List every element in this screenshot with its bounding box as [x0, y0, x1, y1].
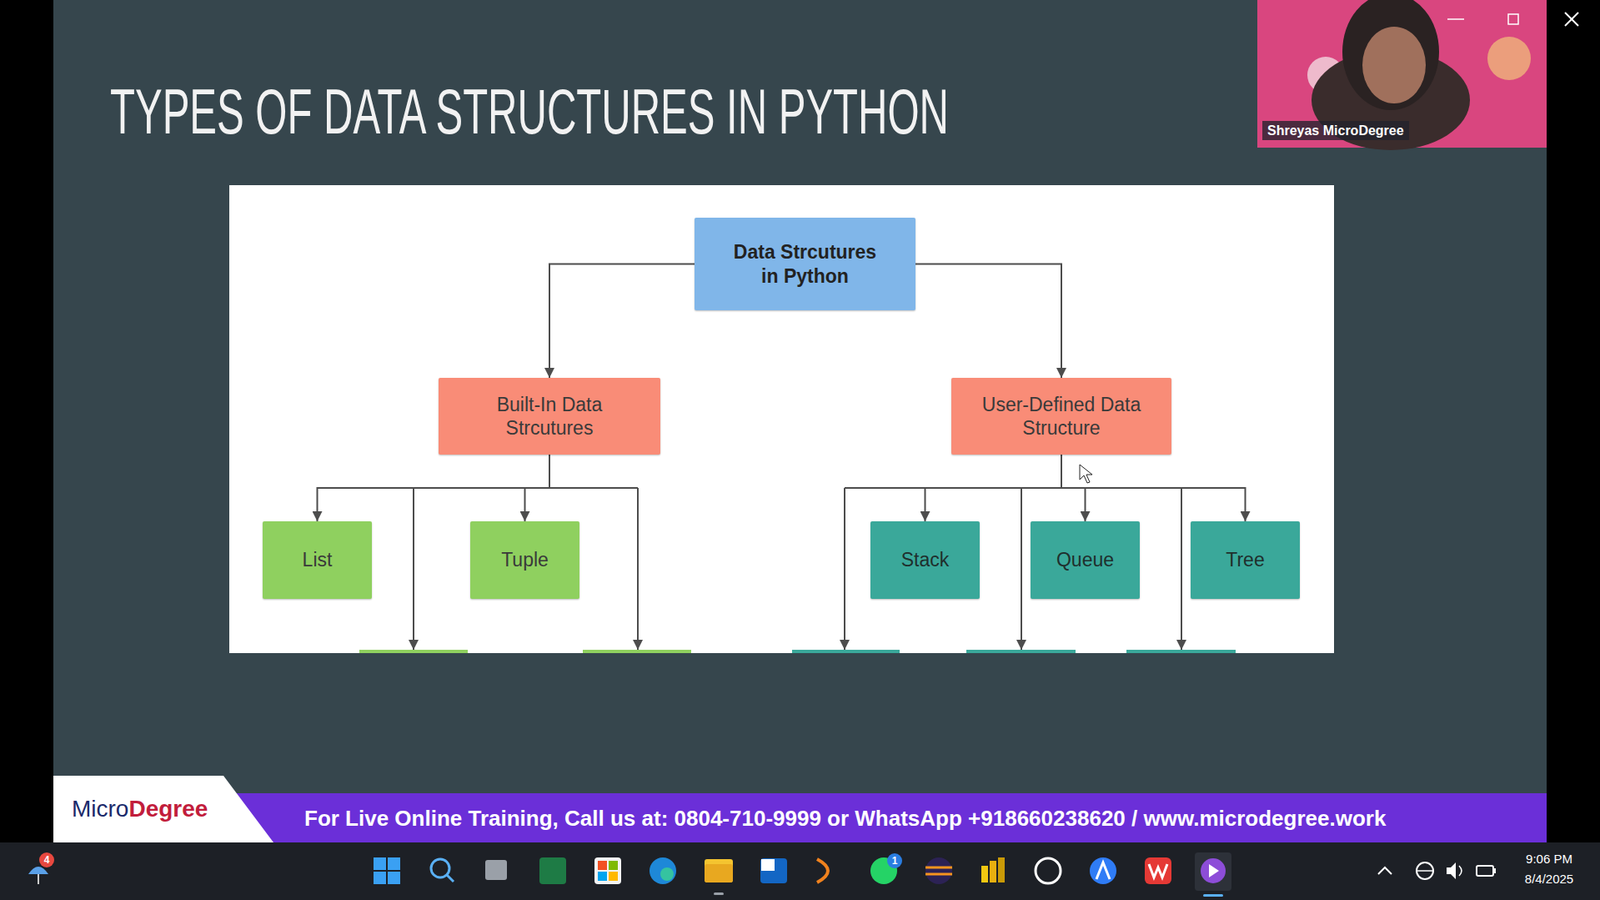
notification-badge: 4	[39, 852, 55, 868]
tree-connector	[525, 454, 551, 522]
userdefined-type-box: Stack	[870, 521, 980, 599]
cropped-boxes	[359, 649, 1236, 653]
tree-connector	[549, 264, 695, 379]
clock-date: 8/4/2025	[1510, 871, 1588, 887]
root-box: Data Strcutures in Python	[694, 217, 916, 311]
presenter-name: Shreyas MicroDegree	[1262, 120, 1410, 141]
logo-text: Degree	[128, 794, 208, 823]
builtin-type-box: Tuple	[470, 521, 580, 599]
mouse-cursor	[1079, 464, 1093, 483]
builtin-type-box: List	[262, 521, 372, 599]
category-box: Built-In Data Strcutures	[438, 377, 661, 455]
slide-ground	[53, 0, 1547, 843]
taskbar	[0, 842, 1600, 900]
cropped-arrows	[317, 487, 1245, 650]
category-box: User-Defined Data Structure	[951, 377, 1172, 455]
tree-connector	[1061, 454, 1246, 522]
userdefined-type-box: Tree	[1190, 521, 1300, 599]
node-label: Data Strcutures in Python	[727, 240, 883, 287]
banner	[53, 775, 1547, 843]
userdefined-type-box: Queue	[1030, 521, 1140, 599]
node-label: Tree	[1225, 547, 1264, 572]
clock-time: 9:06 PM	[1510, 851, 1588, 867]
node-label: Tuple	[501, 547, 549, 572]
banner-text: For Live Online Training, Call us at: 08…	[304, 805, 1386, 832]
tree-connector	[925, 454, 1063, 522]
node-label: List	[302, 547, 333, 572]
node-label: Stack	[901, 547, 950, 572]
tree-connector	[915, 264, 1062, 379]
node-label: Built-In Data Strcutures	[476, 392, 623, 440]
node-label: User-Defined Data Structure	[976, 392, 1148, 440]
tree-connector	[317, 454, 551, 522]
diagram-panel	[229, 185, 1335, 653]
webcam-window	[1257, 0, 1579, 151]
slide-title: TYPES OF DATA STRUCTURES IN PYTHON	[110, 80, 949, 144]
logo-text: Micro	[71, 794, 129, 823]
node-label: Queue	[1056, 547, 1114, 572]
notification-badge: 1	[887, 852, 903, 868]
